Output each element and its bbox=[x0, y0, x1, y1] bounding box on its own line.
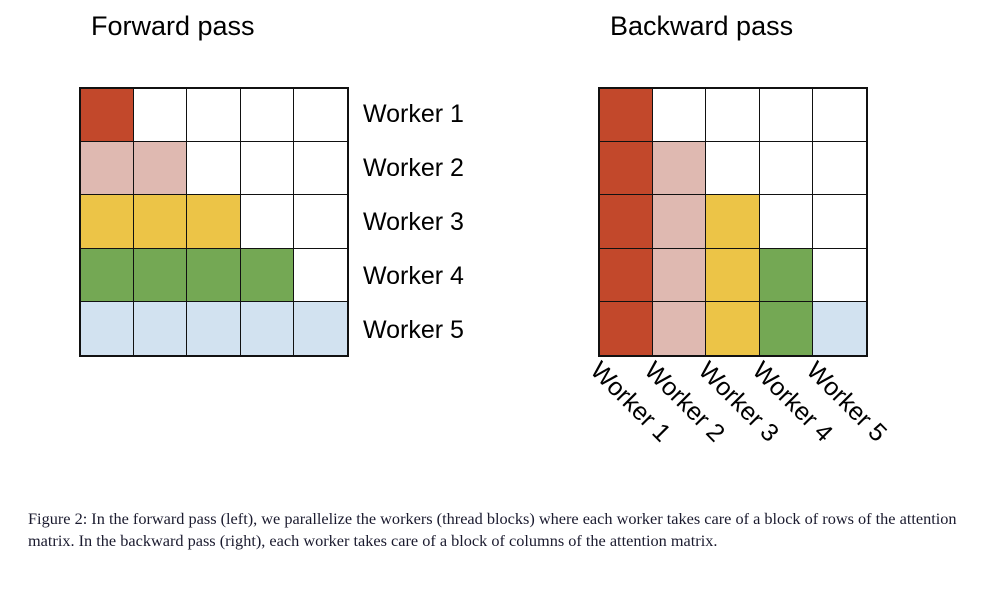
backward-cell-r2c2 bbox=[653, 142, 707, 196]
forward-cell-r1c1 bbox=[81, 89, 135, 143]
forward-cell-r3c1 bbox=[81, 195, 135, 249]
forward-cell-r3c3 bbox=[187, 195, 241, 249]
figure-2: Forward pass Worker 1 Worker 2 Worker 3 Wor… bbox=[79, 11, 981, 500]
forward-cell-r3c5 bbox=[293, 195, 347, 249]
backward-cell-r1c2 bbox=[653, 89, 707, 143]
forward-row-label-3: Worker 3 bbox=[363, 208, 464, 236]
backward-cell-r5c2 bbox=[653, 301, 707, 355]
backward-cell-r4c3 bbox=[706, 248, 760, 302]
forward-cell-r5c3 bbox=[187, 301, 241, 355]
forward-cell-r5c5 bbox=[293, 301, 347, 355]
forward-cell-r5c2 bbox=[134, 301, 188, 355]
backward-cell-r2c5 bbox=[812, 142, 866, 196]
forward-cell-r2c4 bbox=[240, 142, 294, 196]
backward-cell-r3c4 bbox=[759, 195, 813, 249]
backward-cell-r4c2 bbox=[653, 248, 707, 302]
forward-cell-r1c4 bbox=[240, 89, 294, 143]
forward-cell-r4c5 bbox=[293, 248, 347, 302]
forward-cell-r4c3 bbox=[187, 248, 241, 302]
backward-cell-r3c2 bbox=[653, 195, 707, 249]
forward-cell-r4c2 bbox=[134, 248, 188, 302]
forward-pass-matrix bbox=[79, 87, 349, 357]
forward-cell-r2c2 bbox=[134, 142, 188, 196]
forward-pass-title: Forward pass bbox=[91, 11, 255, 41]
backward-cell-r1c3 bbox=[706, 89, 760, 143]
backward-cell-r5c4 bbox=[759, 301, 813, 355]
backward-pass-title: Backward pass bbox=[610, 11, 794, 41]
backward-cell-r3c1 bbox=[600, 195, 654, 249]
backward-cell-r5c1 bbox=[600, 301, 654, 355]
forward-cell-r1c3 bbox=[187, 89, 241, 143]
backward-cell-r4c4 bbox=[759, 248, 813, 302]
backward-cell-r1c1 bbox=[600, 89, 654, 143]
backward-cell-r2c4 bbox=[759, 142, 813, 196]
forward-pass-row-labels: Worker 1 Worker 2 Worker 3 Worker 4 Worker 5 bbox=[363, 87, 513, 357]
backward-cell-r4c5 bbox=[812, 248, 866, 302]
backward-cell-r2c1 bbox=[600, 142, 654, 196]
forward-row-label-1: Worker 1 bbox=[363, 100, 464, 128]
backward-cell-r3c3 bbox=[706, 195, 760, 249]
forward-row-label-2: Worker 2 bbox=[363, 154, 464, 182]
figure-caption: Figure 2: In the forward pass (left), we… bbox=[28, 509, 957, 550]
backward-cell-r1c5 bbox=[812, 89, 866, 143]
backward-cell-r4c1 bbox=[600, 248, 654, 302]
forward-cell-r1c2 bbox=[134, 89, 188, 143]
backward-cell-r3c5 bbox=[812, 195, 866, 249]
backward-cell-r5c5 bbox=[812, 301, 866, 355]
forward-cell-r3c4 bbox=[240, 195, 294, 249]
forward-cell-r5c4 bbox=[240, 301, 294, 355]
forward-cell-r3c2 bbox=[134, 195, 188, 249]
forward-cell-r4c4 bbox=[240, 248, 294, 302]
backward-cell-r1c4 bbox=[759, 89, 813, 143]
forward-cell-r4c1 bbox=[81, 248, 135, 302]
backward-cell-r2c3 bbox=[706, 142, 760, 196]
forward-cell-r2c3 bbox=[187, 142, 241, 196]
forward-cell-r5c1 bbox=[81, 301, 135, 355]
forward-cell-r2c5 bbox=[293, 142, 347, 196]
forward-cell-r2c1 bbox=[81, 142, 135, 196]
backward-pass-matrix bbox=[598, 87, 868, 357]
backward-cell-r5c3 bbox=[706, 301, 760, 355]
forward-cell-r1c5 bbox=[293, 89, 347, 143]
forward-row-label-4: Worker 4 bbox=[363, 262, 464, 290]
forward-row-label-5: Worker 5 bbox=[363, 316, 464, 344]
